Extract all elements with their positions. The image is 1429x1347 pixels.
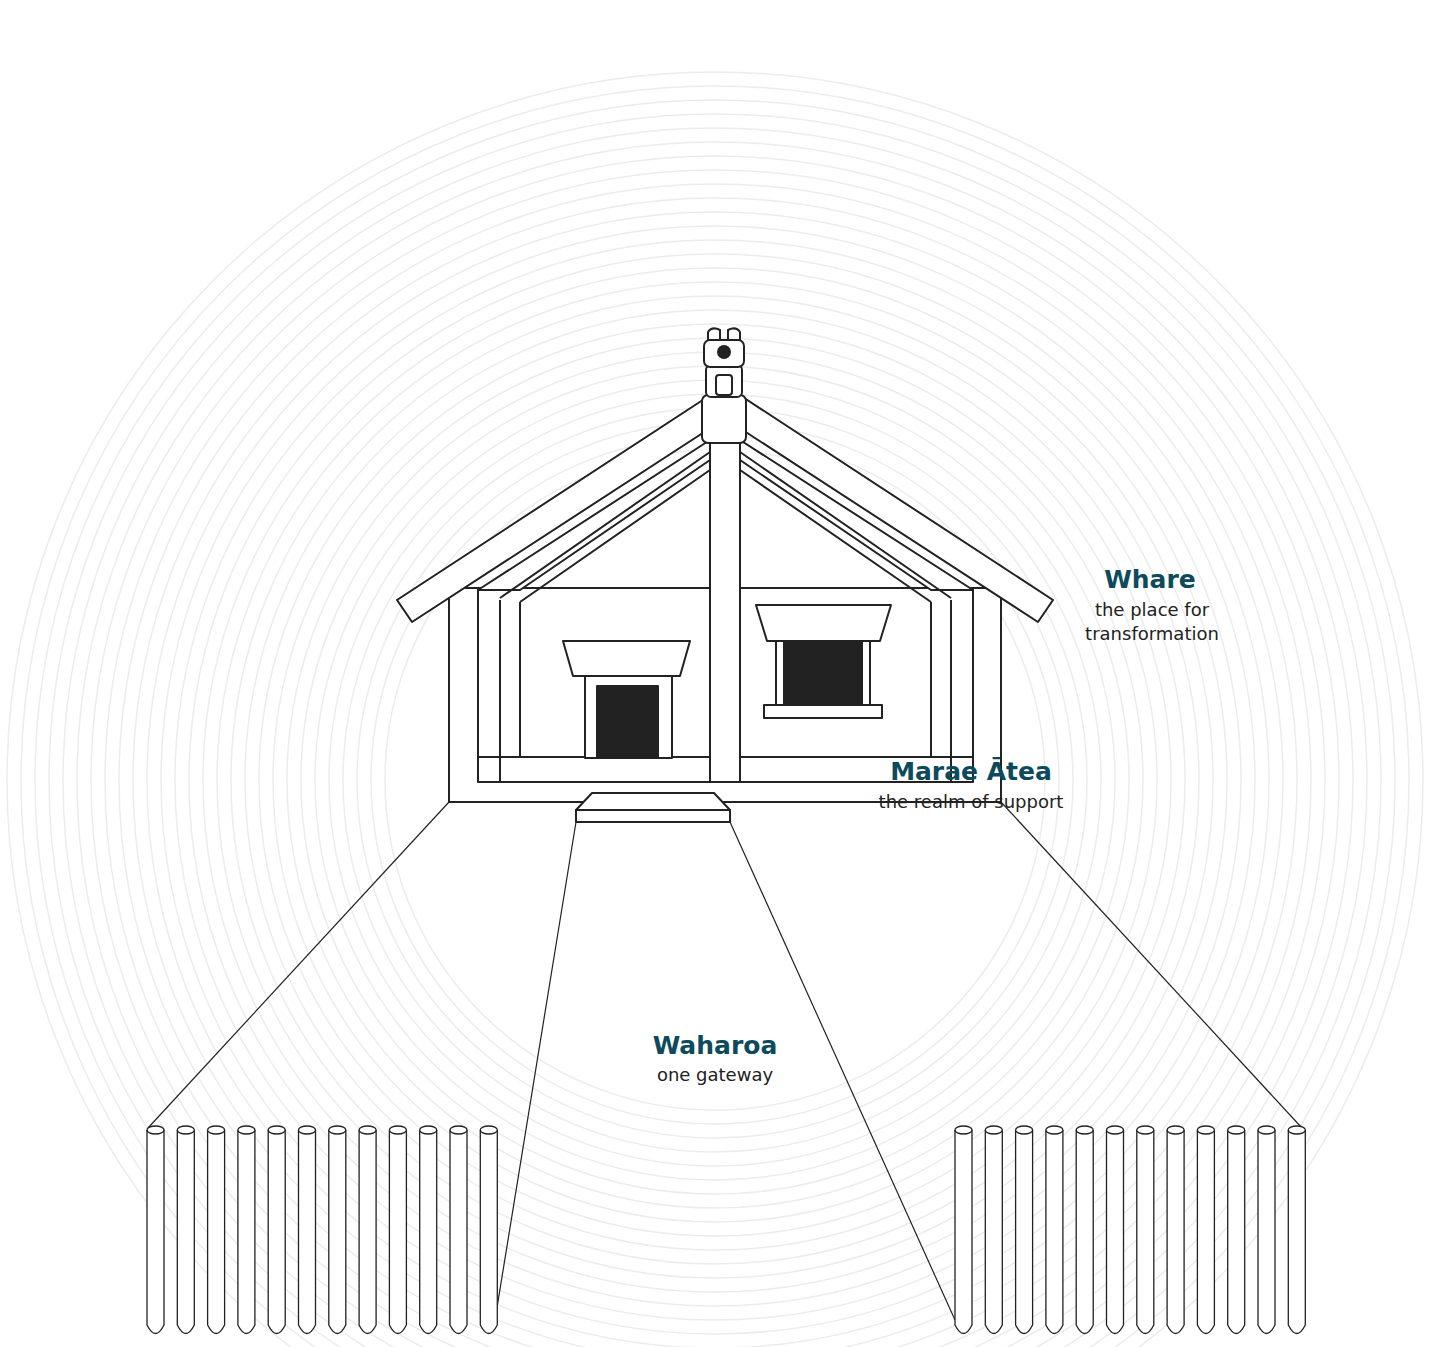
pattern-ring [91, 156, 1339, 1347]
fence-post-top [1016, 1126, 1033, 1134]
fence-post-top [985, 1126, 1002, 1134]
fence-post [147, 1130, 164, 1334]
pattern-ring [301, 366, 1129, 1194]
pattern-ring [287, 352, 1143, 1208]
pattern-ring [63, 128, 1367, 1347]
fence-post-top [299, 1126, 316, 1134]
fence-post [177, 1130, 194, 1334]
fence-post-top [359, 1126, 376, 1134]
fence-post-top [1167, 1126, 1184, 1134]
pattern-ring [245, 310, 1185, 1250]
fence-post [480, 1130, 497, 1334]
pattern-ring [315, 380, 1115, 1180]
fence-post [238, 1130, 255, 1334]
fence-post [1107, 1130, 1124, 1334]
fence-post [359, 1130, 376, 1334]
fence-post [329, 1130, 346, 1334]
fence-post-top [238, 1126, 255, 1134]
whare-drawing [397, 328, 1053, 822]
pattern-ring [7, 72, 1423, 1347]
fence-post-top [1288, 1126, 1305, 1134]
fence-post-top [147, 1126, 164, 1134]
part-name: Waharoa [615, 1031, 815, 1061]
pattern-ring [273, 338, 1157, 1222]
pattern-ring [231, 296, 1199, 1264]
waharoa-fence [147, 1126, 1305, 1334]
fence-post-top [208, 1126, 225, 1134]
pattern-ring [133, 198, 1297, 1347]
pattern-ring [259, 324, 1171, 1236]
pattern-ring [49, 114, 1381, 1347]
part-description: one gateway [615, 1063, 815, 1087]
pattern-ring [161, 226, 1269, 1334]
fence-post-top [1107, 1126, 1124, 1134]
pattern-ring [105, 170, 1325, 1347]
fence-post-top [450, 1126, 467, 1134]
fence-post [1197, 1130, 1214, 1334]
pattern-ring [217, 282, 1213, 1278]
pattern-ring [329, 394, 1101, 1166]
pattern-ring [77, 142, 1353, 1347]
fence-post-top [268, 1126, 285, 1134]
marae-atea-lines [148, 802, 1302, 1320]
fence-post-top [420, 1126, 437, 1134]
part-name: Whare [1065, 565, 1235, 595]
part-name: Marae Ātea [851, 757, 1091, 787]
fence-post [1258, 1130, 1275, 1334]
fence-post [1288, 1130, 1305, 1334]
fence-post [1016, 1130, 1033, 1334]
fence-post-top [1258, 1126, 1275, 1134]
fence-post [268, 1130, 285, 1334]
fence-post [208, 1130, 225, 1334]
fence-post-top [1137, 1126, 1154, 1134]
fence-post-top [955, 1126, 972, 1134]
fence-post-top [1228, 1126, 1245, 1134]
fence-post [1137, 1130, 1154, 1334]
pattern-ring [21, 86, 1409, 1347]
fence-post-top [480, 1126, 497, 1134]
fence-post-top [389, 1126, 406, 1134]
fence-post [450, 1130, 467, 1334]
fence-post [1076, 1130, 1093, 1334]
fence-post [1228, 1130, 1245, 1334]
part-description: the place for transformation [1077, 598, 1227, 646]
fence-post [985, 1130, 1002, 1334]
background-pattern [7, 72, 1423, 1347]
fence-post [389, 1130, 406, 1334]
pattern-ring [119, 184, 1311, 1347]
fence-post-top [1197, 1126, 1214, 1134]
fence-post-top [177, 1126, 194, 1134]
fence-post [1167, 1130, 1184, 1334]
part-description: the realm of support [851, 790, 1091, 814]
pattern-ring [147, 212, 1283, 1347]
fence-post [1046, 1130, 1063, 1334]
fence-post [420, 1130, 437, 1334]
fence-post [299, 1130, 316, 1334]
fence-post [955, 1130, 972, 1334]
fence-post-top [329, 1126, 346, 1134]
pattern-ring [203, 268, 1227, 1292]
pattern-ring [35, 100, 1395, 1347]
fence-post-top [1076, 1126, 1093, 1134]
fence-post-top [1046, 1126, 1063, 1134]
